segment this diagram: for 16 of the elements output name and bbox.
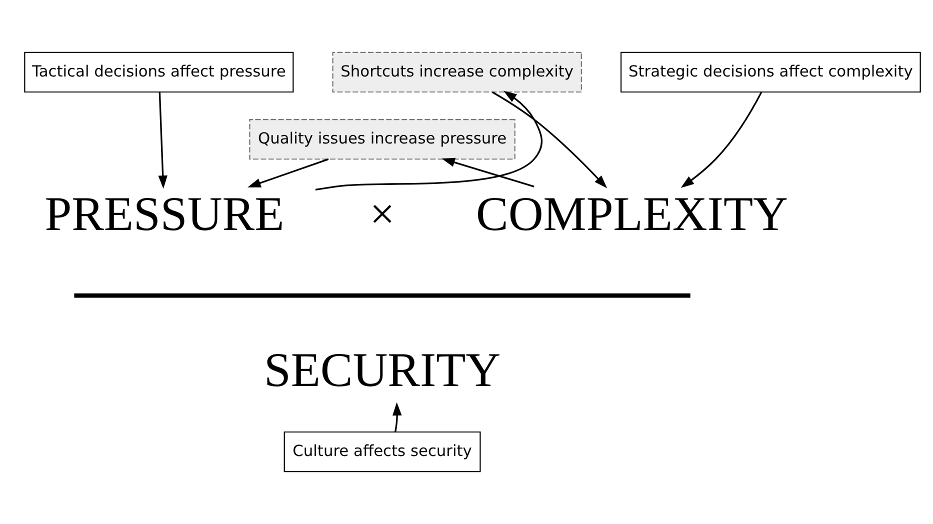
arrow (158, 92, 167, 189)
node-text: COMPLEXITY (476, 188, 788, 241)
node-text: SECURITY (263, 344, 500, 397)
label: × (369, 189, 394, 238)
arrow (392, 402, 402, 432)
arrow (491, 91, 607, 188)
node-box: Quality issues increase pressure (248, 118, 515, 160)
node-text: PRESSURE (44, 188, 284, 241)
node-box: Shortcuts increase complexity (332, 52, 582, 93)
arrow (680, 92, 762, 188)
arrow (247, 158, 328, 188)
node-box: Tactical decisions affect pressure (24, 52, 294, 93)
node-box: Culture affects security (283, 431, 480, 472)
arrow (314, 90, 542, 191)
arrow (441, 158, 534, 188)
node-box: Strategic decisions affect complexity (620, 52, 920, 93)
